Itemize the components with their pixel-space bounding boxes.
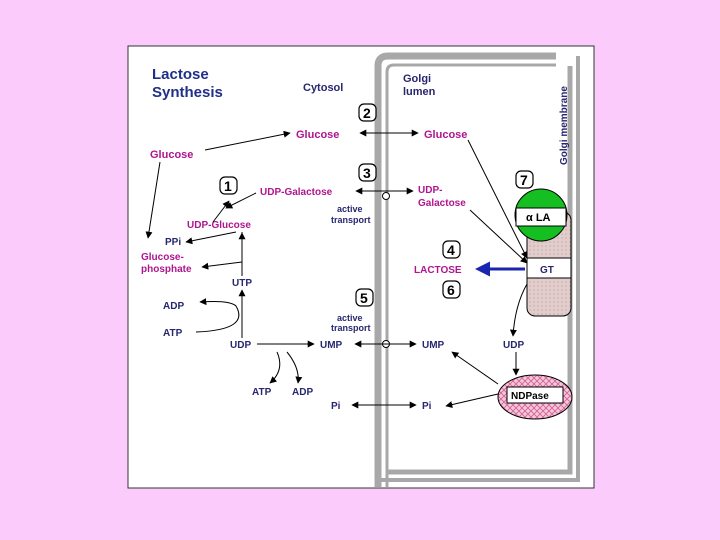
- arrow-ndpase-to-pi: [445, 393, 499, 408]
- golgi-lumen-label-1: Golgi: [403, 73, 431, 85]
- arrow-udpgal-to-gt: [469, 209, 528, 264]
- utp-label: UTP: [232, 278, 252, 289]
- active-transport-bottom-1: active: [337, 313, 363, 323]
- svg-text:1: 1: [224, 178, 232, 194]
- svg-text:2: 2: [363, 105, 371, 121]
- arrow-udpgal-to-udpglc: [225, 192, 257, 209]
- svg-text:6: 6: [447, 282, 455, 298]
- ump-lumen-label: UMP: [422, 340, 445, 351]
- arrow-glucose-to-cytosol: [204, 130, 291, 151]
- arrow-to-ppi: [185, 231, 237, 245]
- gt-label: GT: [540, 265, 554, 276]
- active-transport-top-1: active: [337, 204, 363, 214]
- glucose-cytosol-label: Glucose: [296, 129, 339, 141]
- cytosol-label: Cytosol: [303, 82, 343, 94]
- title-line2: Synthesis: [152, 84, 223, 101]
- step-marker-3: 3: [358, 163, 377, 182]
- ndpase-label: NDPase: [511, 391, 549, 402]
- transporter-udp-galactose: [382, 192, 390, 200]
- step-marker-5: 5: [355, 288, 374, 307]
- step-marker-1: 1: [219, 176, 238, 195]
- ump-cytosol-label: UMP: [320, 340, 343, 351]
- udp-galactose-cytosol-label: UDP-Galactose: [260, 187, 333, 198]
- active-transport-top-2: transport: [331, 215, 371, 225]
- pi-lumen-label: Pi: [422, 401, 432, 412]
- svg-text:7: 7: [520, 172, 528, 188]
- title-line1: Lactose: [152, 66, 209, 83]
- glucose-lumen-label: Glucose: [424, 129, 467, 141]
- udp-glucose-label: UDP-Glucose: [187, 220, 251, 231]
- arrow-to-adp-bottom: [286, 351, 303, 384]
- glucose-left-label: Glucose: [150, 149, 193, 161]
- udp-lumen-label: UDP: [503, 340, 524, 351]
- arrow-to-atp-bottom: [269, 351, 281, 384]
- alpha-la-label: α LA: [526, 212, 551, 224]
- udp-cytosol-label: UDP: [230, 340, 251, 351]
- adp-bottom-label: ADP: [292, 387, 313, 398]
- step-marker-6: 6: [442, 280, 461, 299]
- arrow-gt-to-udp: [509, 283, 528, 337]
- pi-cytosol-label: Pi: [331, 401, 341, 412]
- atp-bottom-label: ATP: [252, 387, 272, 398]
- arrow-glucose-down: [145, 161, 161, 239]
- ppi-label: PPi: [165, 237, 181, 248]
- adp-left-label: ADP: [163, 301, 184, 312]
- udp-galactose-lumen-label-1: UDP-: [418, 185, 442, 196]
- step-marker-2: 2: [358, 103, 377, 122]
- svg-text:5: 5: [360, 290, 368, 306]
- alpha-la-label-box: [515, 207, 567, 227]
- ndpase-label-box: [506, 386, 564, 404]
- active-transport-bottom-2: transport: [331, 323, 371, 333]
- golgi-membrane-label: Golgi membrane: [559, 86, 570, 165]
- udp-galactose-lumen-label-2: Galactose: [418, 198, 466, 209]
- svg-text:4: 4: [447, 242, 455, 258]
- step-marker-4: 4: [442, 240, 461, 259]
- atp-left-label: ATP: [163, 328, 183, 339]
- svg-text:3: 3: [363, 165, 371, 181]
- arrow-udpglc-to-udpgal: [212, 200, 230, 223]
- golgi-lumen-label-2: lumen: [403, 86, 436, 98]
- reaction-arrows: [145, 129, 528, 409]
- lactose-label: LACTOSE: [414, 265, 462, 276]
- step-marker-7: 7: [515, 170, 534, 189]
- gt-label-box: [526, 257, 572, 279]
- arrow-ndpase-to-ump: [451, 351, 499, 385]
- arrow-glucose-to-gt: [467, 139, 528, 259]
- glucose-phosphate-label-2: phosphate: [141, 264, 192, 275]
- golgi-membrane: [374, 52, 580, 487]
- arrow-atp-adp-left: [195, 298, 240, 333]
- arrow-to-glucose-phosphate: [201, 261, 243, 270]
- glucose-phosphate-label-1: Glucose-: [141, 252, 184, 263]
